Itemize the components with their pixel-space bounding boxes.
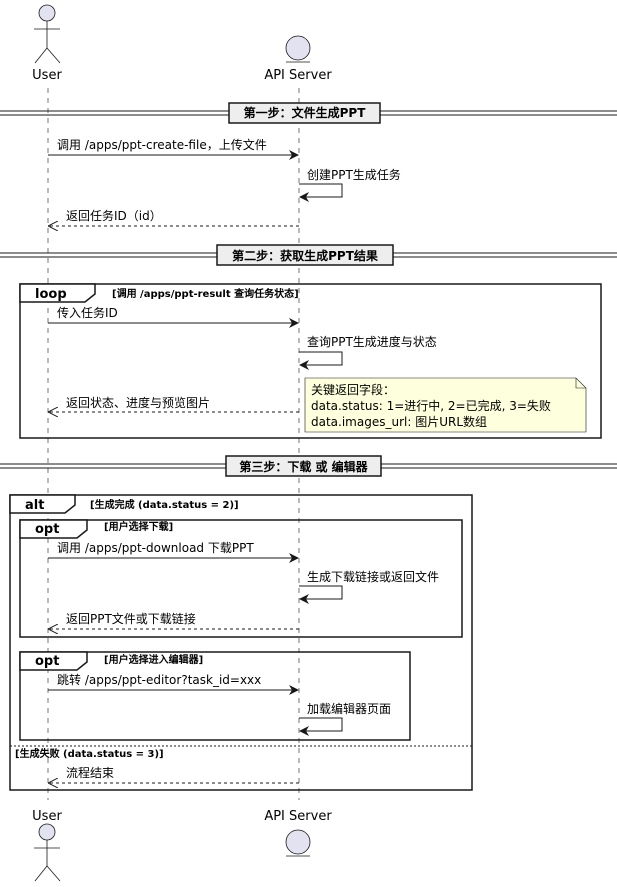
- loop-frame: loop [调用 /apps/ppt-result 查询任务状态]: [19, 283, 602, 439]
- loop-keyword: loop: [35, 287, 67, 302]
- server-entity-bottom: API Server: [264, 809, 332, 857]
- msg-gen-link-arrow: [299, 585, 343, 604]
- msg-editor-label: 跳转 /apps/ppt-editor?task_id=xxx: [57, 672, 261, 687]
- note-line-1: 关键返回字段：: [311, 382, 395, 397]
- server-label-bottom: API Server: [264, 809, 332, 824]
- divider-step1: 第一步：文件生成PPT: [0, 102, 617, 124]
- alt-else-condition: [生成失败 (data.status = 3)]: [15, 747, 164, 760]
- opt-editor-condition: [用户选择进入编辑器]: [104, 653, 203, 666]
- alt-frame: alt [生成完成 (data.status = 2)] [生成失败 (data…: [9, 494, 473, 791]
- return-fields-note: 关键返回字段： data.status: 1=进行中, 2=已完成, 3=失败 …: [304, 377, 587, 433]
- msg-create-file-label: 调用 /apps/ppt-create-file，上传文件: [57, 137, 267, 152]
- opt-download-keyword: opt: [35, 522, 59, 537]
- opt-editor-keyword: opt: [35, 654, 59, 669]
- msg-end-label: 流程结束: [66, 765, 114, 780]
- opt-editor-frame: opt [用户选择进入编辑器]: [19, 651, 411, 741]
- msg-return-status-label: 返回状态、进度与预览图片: [66, 395, 210, 410]
- msg-query-status-arrow: [299, 351, 343, 370]
- divider-step2-label: 第二步：获取生成PPT结果: [232, 248, 378, 263]
- entity-icon: [285, 35, 311, 61]
- msg-gen-link-label: 生成下载链接或返回文件: [307, 569, 439, 584]
- note-line-3: data.images_url: 图片URL数组: [311, 414, 487, 429]
- msg-download-label: 调用 /apps/ppt-download 下载PPT: [57, 541, 254, 555]
- loop-condition: [调用 /apps/ppt-result 查询任务状态]: [112, 287, 299, 300]
- divider-step3-label: 第三步：下载 或 编辑器: [239, 459, 368, 474]
- entity-icon: [285, 829, 311, 855]
- user-actor-bottom: User: [32, 809, 62, 882]
- server-label-top: API Server: [264, 68, 332, 83]
- msg-load-editor-label: 加载编辑器页面: [307, 701, 391, 716]
- msg-create-task-label: 创建PPT生成任务: [307, 167, 401, 182]
- msg-return-file-label: 返回PPT文件或下载链接: [66, 611, 196, 626]
- msg-send-id-label: 传入任务ID: [57, 305, 118, 320]
- alt-keyword: alt: [25, 498, 44, 513]
- server-entity-top: API Server: [264, 35, 332, 83]
- opt-download-frame: opt [用户选择下载]: [19, 519, 463, 638]
- msg-query-status-label: 查询PPT生成进度与状态: [307, 334, 437, 349]
- user-label-bottom: User: [32, 809, 62, 824]
- alt-condition: [生成完成 (data.status = 2)]: [90, 498, 239, 511]
- divider-step1-label: 第一步：文件生成PPT: [244, 105, 367, 120]
- user-actor-top: User: [32, 4, 62, 83]
- divider-step3: 第三步：下载 或 编辑器: [0, 455, 617, 477]
- msg-load-editor-arrow: [299, 717, 343, 736]
- user-label-top: User: [32, 68, 62, 83]
- note-line-2: data.status: 1=进行中, 2=已完成, 3=失败: [311, 398, 551, 413]
- msg-create-task-arrow: [299, 183, 343, 202]
- opt-download-condition: [用户选择下载]: [104, 520, 173, 533]
- divider-step2: 第二步：获取生成PPT结果: [0, 244, 617, 266]
- actor-icon: [38, 4, 56, 22]
- actor-icon: [38, 823, 56, 841]
- msg-return-id-label: 返回任务ID（id）: [66, 208, 162, 223]
